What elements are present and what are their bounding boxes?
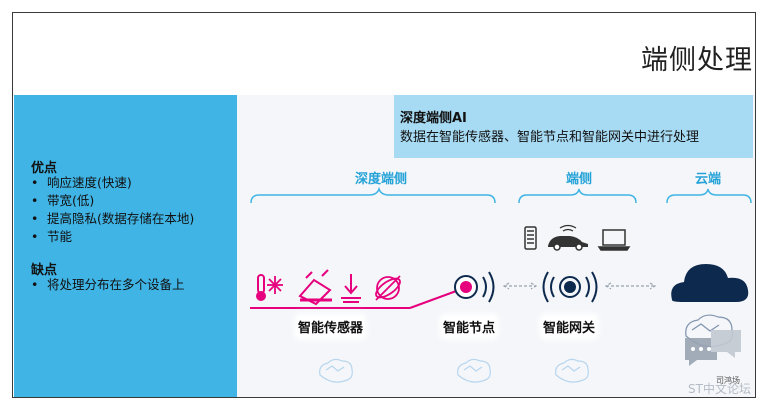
car-icon [548, 224, 588, 251]
disadvantages-title: 缺点 [31, 263, 58, 278]
phone-icon [524, 226, 537, 250]
smart-node-icon [454, 271, 495, 303]
list-item: 带宽(低) [31, 192, 194, 210]
brain-icon [555, 358, 589, 383]
cloud-brace [666, 188, 752, 204]
deep-edge-ai-description: 数据在智能传感器、智能节点和智能网关中进行处理 [400, 130, 700, 145]
gateway-cloud-connector [604, 282, 657, 290]
smart-gateway-icon [542, 271, 598, 303]
snowflake-icon [267, 276, 283, 294]
list-item: 节能 [31, 228, 194, 246]
cloud-icon [671, 264, 749, 302]
list-item: 将处理分布在多个设备上 [31, 276, 185, 294]
node-gateway-connector [502, 282, 538, 290]
advantages-title: 优点 [31, 161, 58, 176]
deep-edge-brace [250, 186, 496, 204]
motor-sensor-icon [298, 269, 332, 306]
sensor-node-link [409, 289, 460, 309]
laptop-icon [597, 229, 631, 251]
brain-icon [319, 358, 353, 383]
deep-edge-ai-box: 深度端侧AI 数据在智能传感器、智能节点和智能网关中进行处理 [394, 95, 753, 158]
list-item: 响应速度(快速) [31, 174, 194, 192]
pressure-sensor-icon [341, 274, 361, 303]
gyroscope-icon [375, 275, 401, 301]
edge-label: 端侧 [566, 172, 593, 187]
watermark-small-text: 司鸿场 [716, 376, 740, 385]
smart-gateway-label: 智能网关 [543, 317, 596, 336]
smart-node-label: 智能节点 [443, 317, 496, 336]
watermark-chat-icon [685, 330, 741, 366]
edge-brace [518, 188, 637, 204]
list-item: 提高隐私(数据存储在本地) [31, 210, 194, 228]
disadvantages-list: 将处理分布在多个设备上 [31, 276, 185, 294]
cloud-label: 云端 [695, 172, 722, 187]
thermometer-icon [256, 274, 266, 301]
slide-title: 端侧处理 [641, 45, 753, 76]
pros-cons-panel: 优点 响应速度(快速) 带宽(低) 提高隐私(数据存储在本地) 节能 缺点 将处… [14, 95, 237, 397]
deep-edge-label: 深度端侧 [355, 172, 408, 187]
watermark-text: ST中文论坛 [688, 382, 751, 396]
brain-icon [457, 358, 491, 383]
deep-edge-ai-title: 深度端侧AI [400, 111, 467, 126]
advantages-list: 响应速度(快速) 带宽(低) 提高隐私(数据存储在本地) 节能 [31, 174, 194, 246]
smart-sensor-label: 智能传感器 [298, 317, 364, 336]
